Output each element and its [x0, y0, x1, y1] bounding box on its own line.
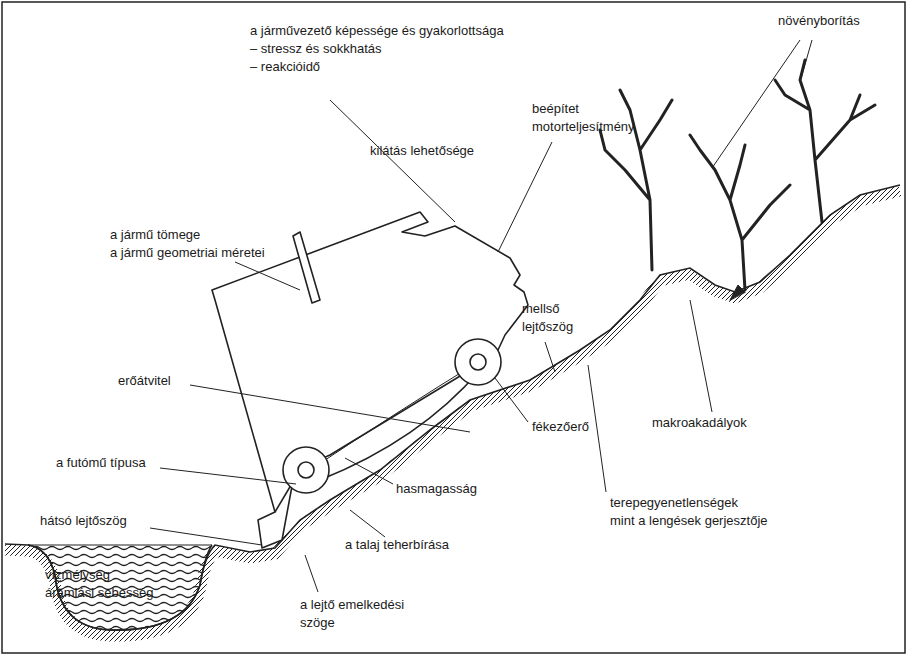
part-label: hasmagasság — [396, 480, 477, 498]
part-label: mint a lengések gerjesztője — [610, 512, 768, 530]
part-label: vízmélység — [45, 566, 110, 584]
part-label: – reakcióidő — [250, 58, 320, 76]
part-label: hátsó lejtőszög — [40, 512, 127, 530]
part-label: makroakadályok — [652, 414, 747, 432]
part-label: beépítet motorteljesítmény — [532, 100, 654, 136]
part-label: fékezőerő — [532, 418, 589, 436]
vehicle — [212, 212, 528, 548]
part-label: a járművezető képessége és gyakorlottság… — [250, 22, 504, 40]
part-label: erőátvitel — [118, 372, 171, 390]
part-label: terepegyenetlenségek — [610, 494, 738, 512]
part-label: növényborítás — [778, 12, 860, 30]
trees — [600, 60, 875, 300]
part-label: a futómű típusa — [56, 454, 146, 472]
part-label: mellső lejtőszög — [522, 300, 594, 336]
part-label: kilátás lehetősége — [370, 142, 474, 160]
part-label: a jármű geometriai méretei — [110, 244, 265, 262]
part-label: a talaj teherbírása — [345, 536, 449, 554]
part-label: a lejtő emelkedési szöge — [300, 596, 428, 632]
part-label: a jármű tömege — [110, 226, 200, 244]
part-label: – stressz és sokkhatás — [250, 40, 382, 58]
ground-line — [5, 185, 900, 630]
leader-lines — [150, 40, 812, 592]
part-label: áramlási sebesség — [45, 584, 153, 602]
